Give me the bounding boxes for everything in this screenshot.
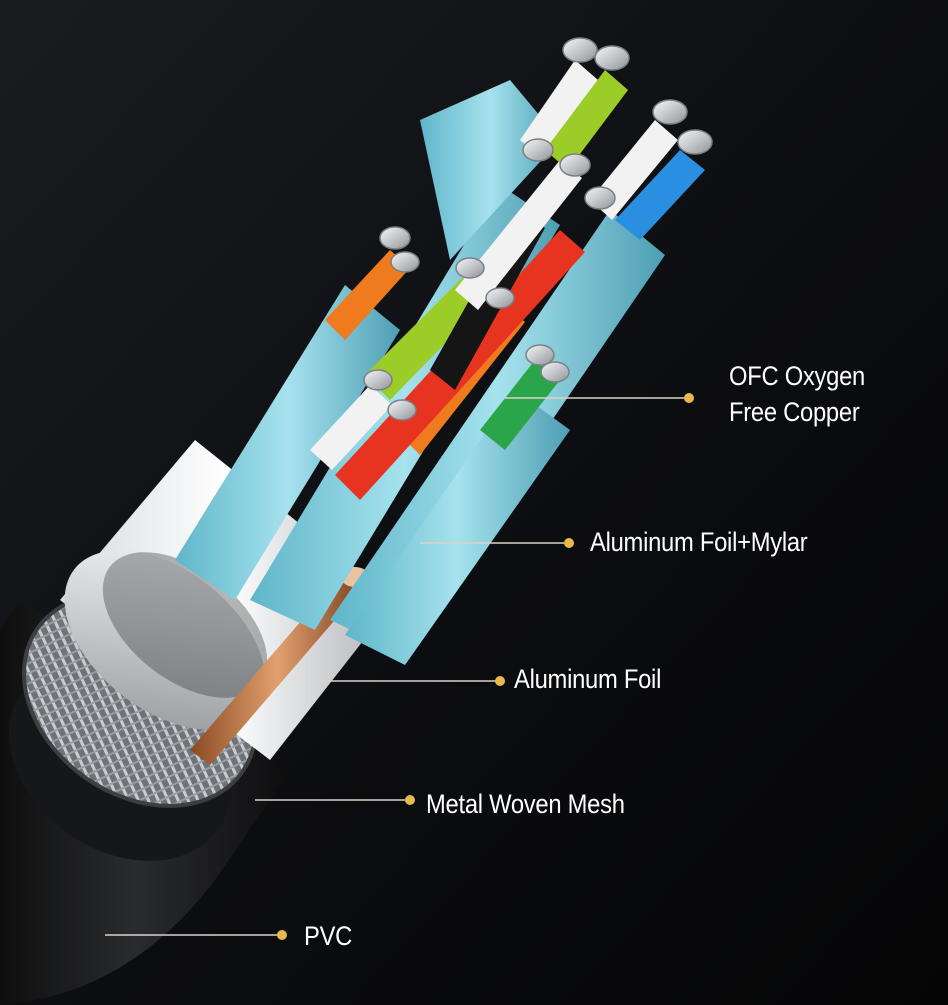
- callout-dots: [277, 393, 694, 940]
- dot-ofc: [684, 393, 694, 403]
- dot-mesh: [405, 795, 415, 805]
- dot-pvc: [277, 930, 287, 940]
- callout-line: Aluminum Foil+Mylar: [590, 527, 808, 557]
- callout-line: Metal Woven Mesh: [426, 789, 625, 819]
- callout-leaders: [105, 397, 687, 936]
- callout-line: Aluminum Foil: [514, 664, 662, 694]
- dot-foil: [495, 676, 505, 686]
- callout-aluminum-foil-mylar: Aluminum Foil+Mylar: [590, 524, 808, 560]
- callout-ofc-oxygen-free-copper: OFC Oxygen Free Copper: [729, 358, 865, 430]
- callout-metal-woven-mesh: Metal Woven Mesh: [426, 786, 625, 822]
- callout-line: OFC Oxygen: [729, 361, 866, 391]
- ofc-conductors: [363, 37, 713, 421]
- aluminum-foil-shield: [60, 440, 395, 760]
- callout-line: PVC: [304, 921, 353, 951]
- callout-aluminum-foil: Aluminum Foil: [514, 661, 661, 697]
- dot-foil-mylar: [564, 538, 574, 548]
- callout-pvc: PVC: [304, 918, 352, 954]
- callout-line: Free Copper: [729, 397, 860, 427]
